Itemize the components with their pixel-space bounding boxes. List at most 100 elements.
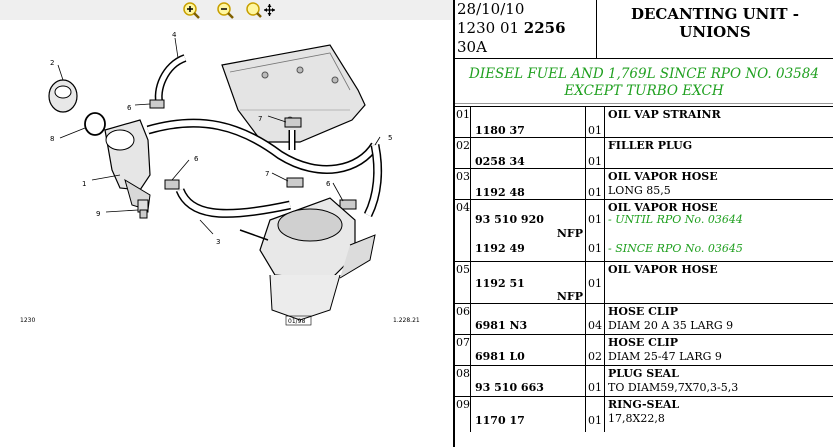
part-qty: 01 — [588, 124, 602, 137]
ref-cell: 93 510 663 — [471, 366, 586, 396]
header-sub: 30A — [457, 38, 487, 56]
desc-cell: PLUG SEAL TO DIAM59,7X70,3-5,3 — [605, 366, 833, 396]
header-code: 1230 01 2256 — [455, 19, 566, 38]
oil-filler-drawing — [48, 79, 151, 219]
ref-cell: 1192 51 NFP — [471, 262, 586, 303]
part-detail: TO DIAM59,7X70,3-5,3 — [608, 381, 739, 394]
zoom-out-icon — [217, 2, 234, 19]
ref-cell: 1192 48 — [471, 169, 586, 199]
page-title: DECANTING UNIT - UNIONS — [597, 0, 833, 58]
callout-7b: 7 — [265, 170, 269, 178]
pane-divider[interactable] — [453, 0, 455, 447]
table-row[interactable]: 08 93 510 663 01 PLUG SEAL TO DIAM59,7X7… — [455, 365, 833, 396]
zoom-in-button[interactable] — [180, 1, 202, 19]
part-name: FILLER PLUG — [608, 139, 693, 152]
desc-cell: OIL VAPOR HOSE LONG 85,5 — [605, 169, 833, 199]
desc-cell: RING-SEAL 17,8X22,8 — [605, 397, 833, 432]
ref-cell: 0258 34 — [471, 138, 586, 168]
part-detail: LONG 85,5 — [608, 184, 671, 197]
ref-cell: 6981 L0 — [471, 335, 586, 365]
part-detail: DIAM 20 A 35 LARG 9 — [608, 319, 734, 332]
callout-1: 1 — [82, 180, 86, 188]
part-ref[interactable]: 1180 37 — [475, 124, 525, 137]
callout-5: 5 — [388, 134, 392, 142]
part-detail: - UNTIL RPO No. 03644 — [608, 213, 743, 226]
part-ref-alt[interactable]: 1192 49 — [475, 242, 525, 255]
part-ref[interactable]: 1170 17 — [475, 414, 525, 427]
callout-9: 9 — [96, 210, 100, 218]
table-row[interactable]: 03 1192 48 01 OIL VAPOR HOSE LONG 85,5 — [455, 168, 833, 199]
nfp-flag: NFP — [556, 227, 583, 240]
parts-pane: 28/10/10 1230 01 2256 30A DECANTING UNIT… — [455, 0, 833, 447]
qty-cell: 01 — [586, 366, 605, 396]
zoom-out-button[interactable] — [214, 1, 236, 19]
table-row[interactable]: 09 1170 17 01 RING-SEAL 17,8X22,8 — [455, 396, 833, 432]
ref-cell: 1170 17 — [471, 397, 586, 432]
row-number: 08 — [455, 366, 471, 396]
callout-2: 2 — [50, 59, 54, 67]
part-qty: 04 — [588, 319, 602, 332]
part-ref[interactable]: 6981 L0 — [475, 350, 525, 363]
row-number: 03 — [455, 169, 471, 199]
part-detail-alt: - SINCE RPO No. 03645 — [608, 242, 743, 255]
diagram-footer-mid: 01/98 — [288, 318, 305, 325]
header-code-prefix: 1230 01 — [457, 19, 524, 37]
row-number: 05 — [455, 262, 471, 303]
part-name: RING-SEAL — [608, 398, 680, 411]
table-row[interactable]: 07 6981 L0 02 HOSE CLIP DIAM 25-47 LARG … — [455, 334, 833, 365]
part-qty: 01 — [588, 213, 602, 226]
page-title-line2: UNIONS — [679, 23, 751, 41]
callout-8: 8 — [50, 135, 54, 143]
row-number: 02 — [455, 138, 471, 168]
part-ref[interactable]: 93 510 663 — [475, 381, 544, 394]
qty-cell: 04 — [586, 304, 605, 334]
header-code-bold: 2256 — [523, 19, 566, 37]
desc-cell: HOSE CLIP DIAM 20 A 35 LARG 9 — [605, 304, 833, 334]
part-ref[interactable]: 1192 51 — [475, 277, 525, 290]
pan-icon — [246, 2, 275, 18]
spec-text: DIESEL FUEL AND 1,769L SINCE RPO NO. 035… — [455, 66, 833, 100]
zoom-in-icon — [183, 2, 200, 19]
ref-cell: 1180 37 — [471, 107, 586, 137]
callout-6c: 6 — [326, 180, 331, 188]
ref-cell: 6981 N3 — [471, 304, 586, 334]
desc-cell: HOSE CLIP DIAM 25-47 LARG 9 — [605, 335, 833, 365]
part-qty: 01 — [588, 381, 602, 394]
part-qty: 02 — [588, 350, 602, 363]
part-qty: 01 — [588, 414, 602, 427]
callout-4: 4 — [172, 31, 177, 39]
diagram-footer-left: 1230 — [20, 317, 35, 324]
header-info: 28/10/10 1230 01 2256 30A — [455, 0, 597, 58]
row-number: 01 — [455, 107, 471, 137]
part-name: OIL VAPOR HOSE — [608, 263, 718, 276]
table-row[interactable]: 01 1180 37 01 OIL VAP STRAINR — [455, 106, 833, 137]
desc-cell: FILLER PLUG — [605, 138, 833, 168]
callout-6a: 6 — [127, 104, 132, 112]
spec-line1: DIESEL FUEL AND 1,769L SINCE RPO NO. 035… — [469, 66, 819, 82]
part-detail: DIAM 25-47 LARG 9 — [608, 350, 722, 363]
table-row[interactable]: 05 1192 51 NFP 01 OIL VAPOR HOSE — [455, 261, 833, 303]
part-ref[interactable]: 1192 48 — [475, 186, 525, 199]
diagram-pane: 2 4 6 6 7 7 6 5 8 1 9 3 1230 01/98 1.228… — [0, 0, 453, 326]
row-number: 09 — [455, 397, 471, 432]
table-row[interactable]: 02 0258 34 01 FILLER PLUG — [455, 137, 833, 168]
rocker-cover-drawing — [221, 44, 366, 143]
desc-cell: OIL VAPOR HOSE — [605, 262, 833, 303]
callout-3: 3 — [216, 238, 220, 246]
part-qty: 01 — [588, 277, 602, 290]
part-ref[interactable]: 0258 34 — [475, 155, 525, 168]
part-ref[interactable]: 93 510 920 — [475, 213, 544, 226]
callout-6b: 6 — [194, 155, 199, 163]
part-qty: 01 — [588, 186, 602, 199]
part-name: OIL VAPOR HOSE — [608, 201, 718, 214]
row-number: 06 — [455, 304, 471, 334]
table-row[interactable]: 04 93 510 920 NFP 1192 49 01 01 OIL VAPO… — [455, 199, 833, 261]
part-ref[interactable]: 6981 N3 — [475, 319, 528, 332]
table-row[interactable]: 06 6981 N3 04 HOSE CLIP DIAM 20 A 35 LAR… — [455, 303, 833, 334]
qty-cell: 01 — [586, 138, 605, 168]
part-detail: 17,8X22,8 — [608, 412, 665, 425]
qty-cell: 01 — [586, 107, 605, 137]
spec-line2: EXCEPT TURBO EXCH — [564, 83, 724, 99]
pan-button[interactable] — [244, 1, 276, 19]
part-name: OIL VAPOR HOSE — [608, 170, 718, 183]
